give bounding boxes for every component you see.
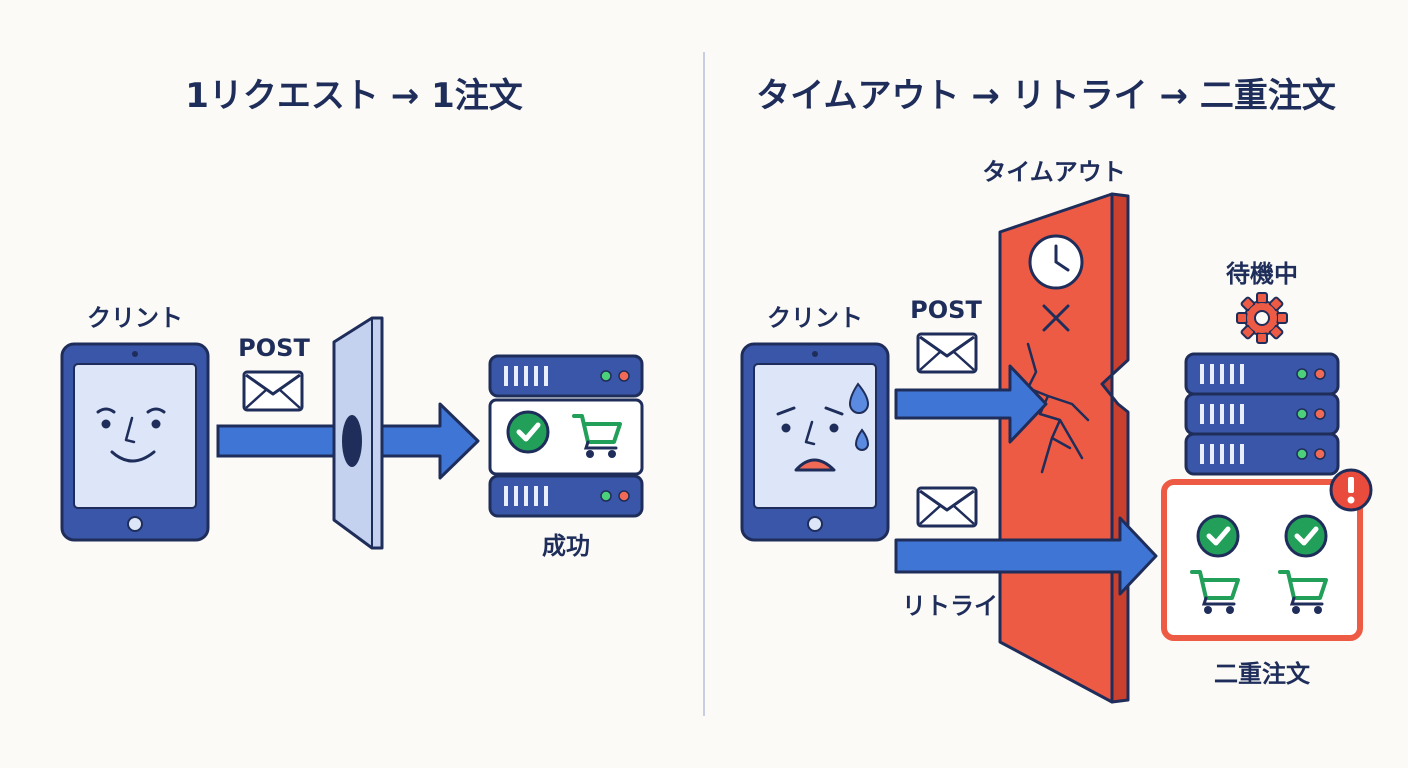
timeout-label: タイムアウト — [982, 158, 1126, 186]
right-title: タイムアウト → リトライ → 二重注文 — [756, 76, 1336, 116]
worried-face-icon — [776, 382, 870, 472]
envelope-icon — [916, 332, 978, 374]
envelope-icon — [242, 370, 304, 412]
double-order-box — [1161, 479, 1363, 641]
alert-icon — [1329, 468, 1373, 512]
happy-face-icon — [96, 407, 166, 463]
envelope-icon — [916, 486, 978, 528]
gear-icon — [1236, 292, 1288, 344]
server-success — [488, 354, 644, 518]
gateway-panel — [332, 316, 384, 550]
left-client-label: クリント — [87, 304, 183, 332]
right-post-label: POST — [910, 296, 982, 324]
request-arrow — [216, 402, 480, 480]
right-client-label: クリント — [767, 304, 863, 332]
success-label: 成功 — [542, 532, 590, 560]
blocked-request-arrow — [894, 364, 1048, 444]
clock-icon — [1028, 234, 1084, 290]
client-tablet-happy — [60, 342, 210, 542]
double-order-label: 二重注文 — [1214, 660, 1310, 688]
fail-cross-icon — [1042, 304, 1070, 332]
server-stack-waiting — [1184, 352, 1340, 476]
timeout-wall — [998, 192, 1130, 704]
left-title: 1リクエスト → 1注文 — [185, 76, 523, 116]
left-post-label: POST — [238, 334, 310, 362]
retry-arrow — [894, 516, 1158, 596]
client-tablet-sad — [740, 342, 890, 542]
retry-label: リトライ — [902, 592, 998, 620]
waiting-label: 待機中 — [1226, 260, 1298, 288]
